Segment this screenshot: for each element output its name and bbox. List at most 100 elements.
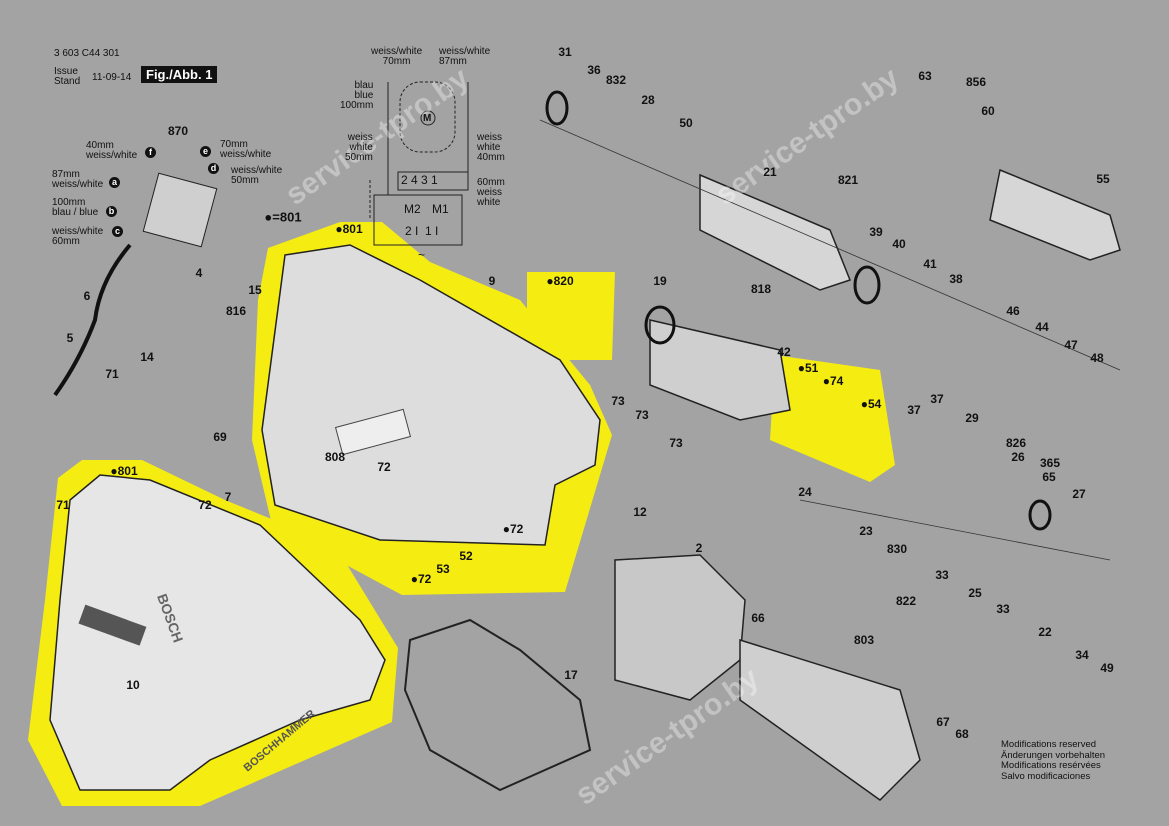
wire-label: 60mm weiss white: [477, 177, 505, 208]
part-number-label: 17: [564, 668, 578, 682]
part-number-label: 24: [798, 485, 812, 499]
terminal-numbers: 2 4 3 1: [401, 173, 438, 187]
part-number: 3 603 C44 301: [54, 48, 120, 59]
part-number-label: 48: [1090, 351, 1104, 365]
part-number-label: 33: [996, 602, 1010, 616]
ac-symbol: ~: [418, 248, 426, 262]
part-number-label: 856: [965, 75, 987, 89]
part-number-label: 73: [635, 408, 649, 422]
part-number-label: 65: [1042, 470, 1056, 484]
highlight-820: [527, 272, 615, 360]
part-number-label: ●72: [502, 522, 524, 536]
chuck-part: [989, 168, 1121, 261]
part-number-label: 832: [605, 73, 627, 87]
part-number-label: 36: [587, 63, 601, 77]
part-number-label: 41: [923, 257, 937, 271]
wire-d-label: weiss/white 50mm: [231, 165, 283, 186]
m2-label: M2: [404, 202, 421, 216]
part-number-label: 68: [955, 727, 969, 741]
modifications-notice: Modifications reserved Änderungen vorbeh…: [1001, 739, 1106, 782]
part-number-label: 50: [679, 116, 693, 130]
part-number-label: 63: [918, 69, 932, 83]
main-housing-part: [261, 244, 601, 546]
marker-b: b: [106, 206, 117, 217]
wire-label: weiss white 50mm: [345, 132, 373, 163]
part-number-label: 72: [377, 460, 391, 474]
part-number-label: 28: [641, 93, 655, 107]
part-number-label: 40: [892, 237, 906, 251]
wire-label: weiss/white 87mm: [439, 46, 491, 67]
wire-label: weiss white 40mm: [477, 132, 505, 163]
wire-a-label: 87mm weiss/white: [52, 169, 104, 190]
m1-label: M1: [432, 202, 449, 216]
part-number-label: 29: [965, 411, 979, 425]
part-number-label: 31: [558, 45, 572, 59]
marker-e: e: [200, 146, 211, 157]
part-number-label: 14: [140, 350, 154, 364]
part-number-label: 803: [853, 633, 875, 647]
wire-label: blau blue 100mm: [340, 80, 374, 111]
notice-line: Salvo modificaciones: [1001, 770, 1091, 782]
part-number-label: 818: [750, 282, 772, 296]
part-number-label: 39: [869, 225, 883, 239]
highlight-51-54: [770, 355, 895, 482]
input-terminals: 2 I 1 I: [405, 224, 439, 238]
part-number-label: 66: [751, 611, 765, 625]
marker-d: d: [208, 163, 219, 174]
part-number-label: 830: [886, 542, 908, 556]
part-number-label: 53: [436, 562, 450, 576]
part-number-label: 55: [1096, 172, 1110, 186]
part-number-label: 25: [968, 586, 982, 600]
part-number-label: 42: [777, 345, 791, 359]
motor-symbol: M: [423, 113, 432, 124]
part-number-label: 870: [167, 124, 189, 138]
wire-label: weiss/white 70mm: [371, 46, 423, 67]
marker-f: f: [145, 147, 156, 158]
seal-part: [403, 618, 592, 792]
part-number-label: 2: [695, 541, 703, 555]
part-number-label: 9: [488, 274, 496, 288]
part-number-label: 47: [1064, 338, 1078, 352]
figure-label: Fig./Abb. 1: [141, 66, 218, 83]
gear-housing-part: [649, 319, 791, 421]
part-number-label: 37: [907, 403, 921, 417]
part-number-label: 71: [56, 498, 70, 512]
part-number-label: 5: [66, 331, 74, 345]
part-number-label: 26: [1011, 450, 1025, 464]
marker-a: a: [109, 177, 120, 188]
part-number-label: 72: [198, 498, 212, 512]
part-number-label: 821: [837, 173, 859, 187]
part-number-label: 73: [611, 394, 625, 408]
notice-line: Modifications reserved: [1001, 739, 1097, 750]
part-number-label: ●801: [335, 222, 363, 236]
part-number-label: 23: [859, 524, 873, 538]
armature-part: [739, 638, 921, 801]
part-number-label: ●74: [822, 374, 844, 388]
part-number-label: 822: [895, 594, 917, 608]
part-number-label: ●801: [110, 464, 138, 478]
part-number-label: 15: [248, 283, 262, 297]
part-number-label: 6: [83, 289, 91, 303]
part-number-label: ●820: [546, 274, 574, 288]
part-number-label: 33: [935, 568, 949, 582]
part-number-label: 44: [1035, 320, 1049, 334]
stand-label: Stand: [54, 76, 81, 87]
wire-c-label: weiss/white 60mm: [52, 226, 104, 247]
part-number-label: ●54: [860, 397, 882, 411]
part-number-label: 365: [1039, 456, 1061, 470]
left-housing-part: [49, 474, 386, 791]
part-number-label: 27: [1072, 487, 1086, 501]
dot-legend: ●=801: [264, 209, 302, 225]
part-number-label: 71: [105, 367, 119, 381]
part-number-label: 21: [763, 165, 777, 179]
part-number-label: 19: [653, 274, 667, 288]
notice-line: Änderungen vorbehalten: [1001, 749, 1106, 761]
part-number-label: 73: [669, 436, 683, 450]
part-number-label: 816: [225, 304, 247, 318]
wire-e-label: 70mm weiss/white: [220, 139, 272, 160]
part-number-label: ●72: [410, 572, 432, 586]
part-number-label: 34: [1075, 648, 1089, 662]
wire-f-label: 40mm weiss/white: [86, 140, 138, 161]
part-number-label: 826: [1005, 436, 1027, 450]
